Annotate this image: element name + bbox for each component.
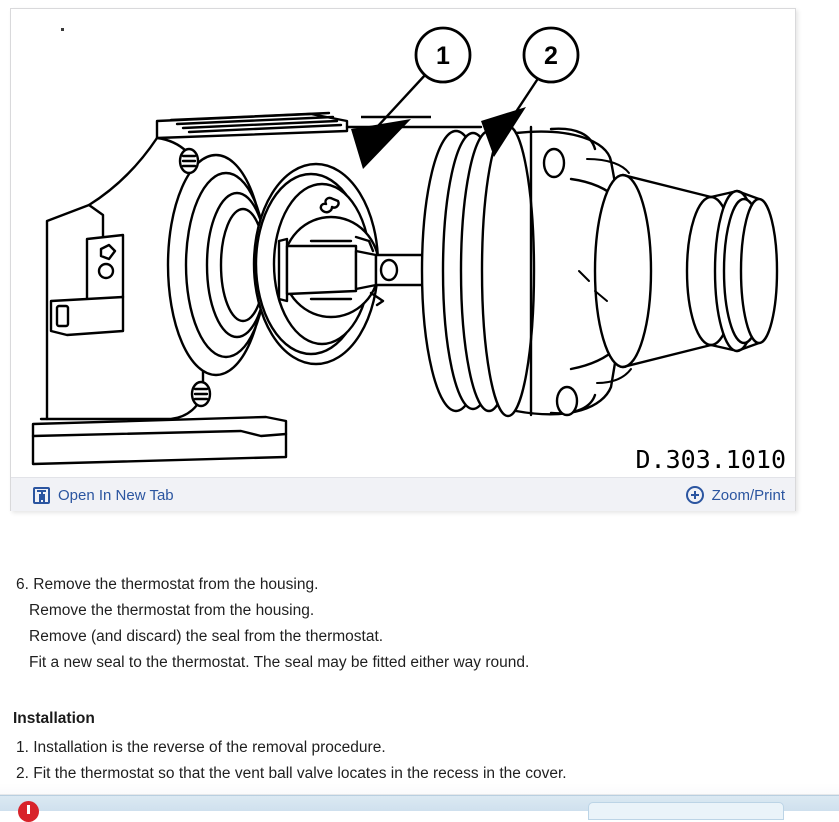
section-heading: Installation bbox=[13, 710, 95, 727]
figure-toolbar: Open In New Tab Zoom/Print bbox=[11, 477, 795, 511]
image-speck-artifact bbox=[61, 28, 64, 31]
figure-panel: 1 2 D.303.1010 Open In New Tab Zoom/Prin… bbox=[10, 8, 796, 511]
list-item: Remove the thermostat from the housing. bbox=[0, 598, 839, 624]
svg-text:2: 2 bbox=[544, 42, 558, 70]
removal-steps: 6. Remove the thermostat from the housin… bbox=[0, 572, 839, 676]
callout-2: 2 bbox=[481, 26, 580, 157]
step-text: Remove (and discard) the seal from the t… bbox=[29, 628, 384, 645]
bottom-search-input[interactable] bbox=[588, 802, 784, 820]
zoom-print-label: Zoom/Print bbox=[711, 486, 785, 504]
alert-circle-icon[interactable] bbox=[18, 801, 39, 822]
drawing-number: D.303.1010 bbox=[635, 445, 786, 474]
step-text: Fit the thermostat so that the vent ball… bbox=[33, 765, 567, 782]
svg-text:1: 1 bbox=[436, 42, 450, 70]
step-text: Remove the thermostat from the housing. bbox=[33, 576, 319, 593]
list-item: 2. Fit the thermostat so that the vent b… bbox=[0, 761, 839, 787]
open-in-new-tab-label: Open In New Tab bbox=[58, 486, 174, 504]
page-bottom-fade bbox=[0, 783, 839, 795]
step-text: Installation is the reverse of the remov… bbox=[33, 739, 386, 756]
list-item: 6. Remove the thermostat from the housin… bbox=[0, 572, 839, 598]
step-text: Fit a new seal to the thermostat. The se… bbox=[29, 654, 530, 671]
open-in-new-tab-icon bbox=[33, 486, 50, 504]
step-marker: 6. bbox=[16, 576, 29, 593]
list-item: 1. Installation is the reverse of the re… bbox=[0, 735, 839, 761]
list-item: Remove (and discard) the seal from the t… bbox=[0, 624, 839, 650]
zoom-print-button[interactable]: Zoom/Print bbox=[685, 478, 785, 512]
technical-diagram: 1 2 D.303.1010 bbox=[31, 26, 786, 474]
callout-1: 1 bbox=[351, 26, 472, 169]
plus-circle-icon bbox=[685, 486, 704, 504]
step-marker: 1. bbox=[16, 739, 29, 756]
figure-image[interactable]: 1 2 D.303.1010 bbox=[11, 9, 795, 477]
list-item: Fit a new seal to the thermostat. The se… bbox=[0, 650, 839, 676]
installation-steps: 1. Installation is the reverse of the re… bbox=[0, 735, 839, 787]
step-text: Remove the thermostat from the housing. bbox=[29, 602, 315, 619]
step-marker: 2. bbox=[16, 765, 29, 782]
open-in-new-tab-button[interactable]: Open In New Tab bbox=[33, 478, 174, 512]
